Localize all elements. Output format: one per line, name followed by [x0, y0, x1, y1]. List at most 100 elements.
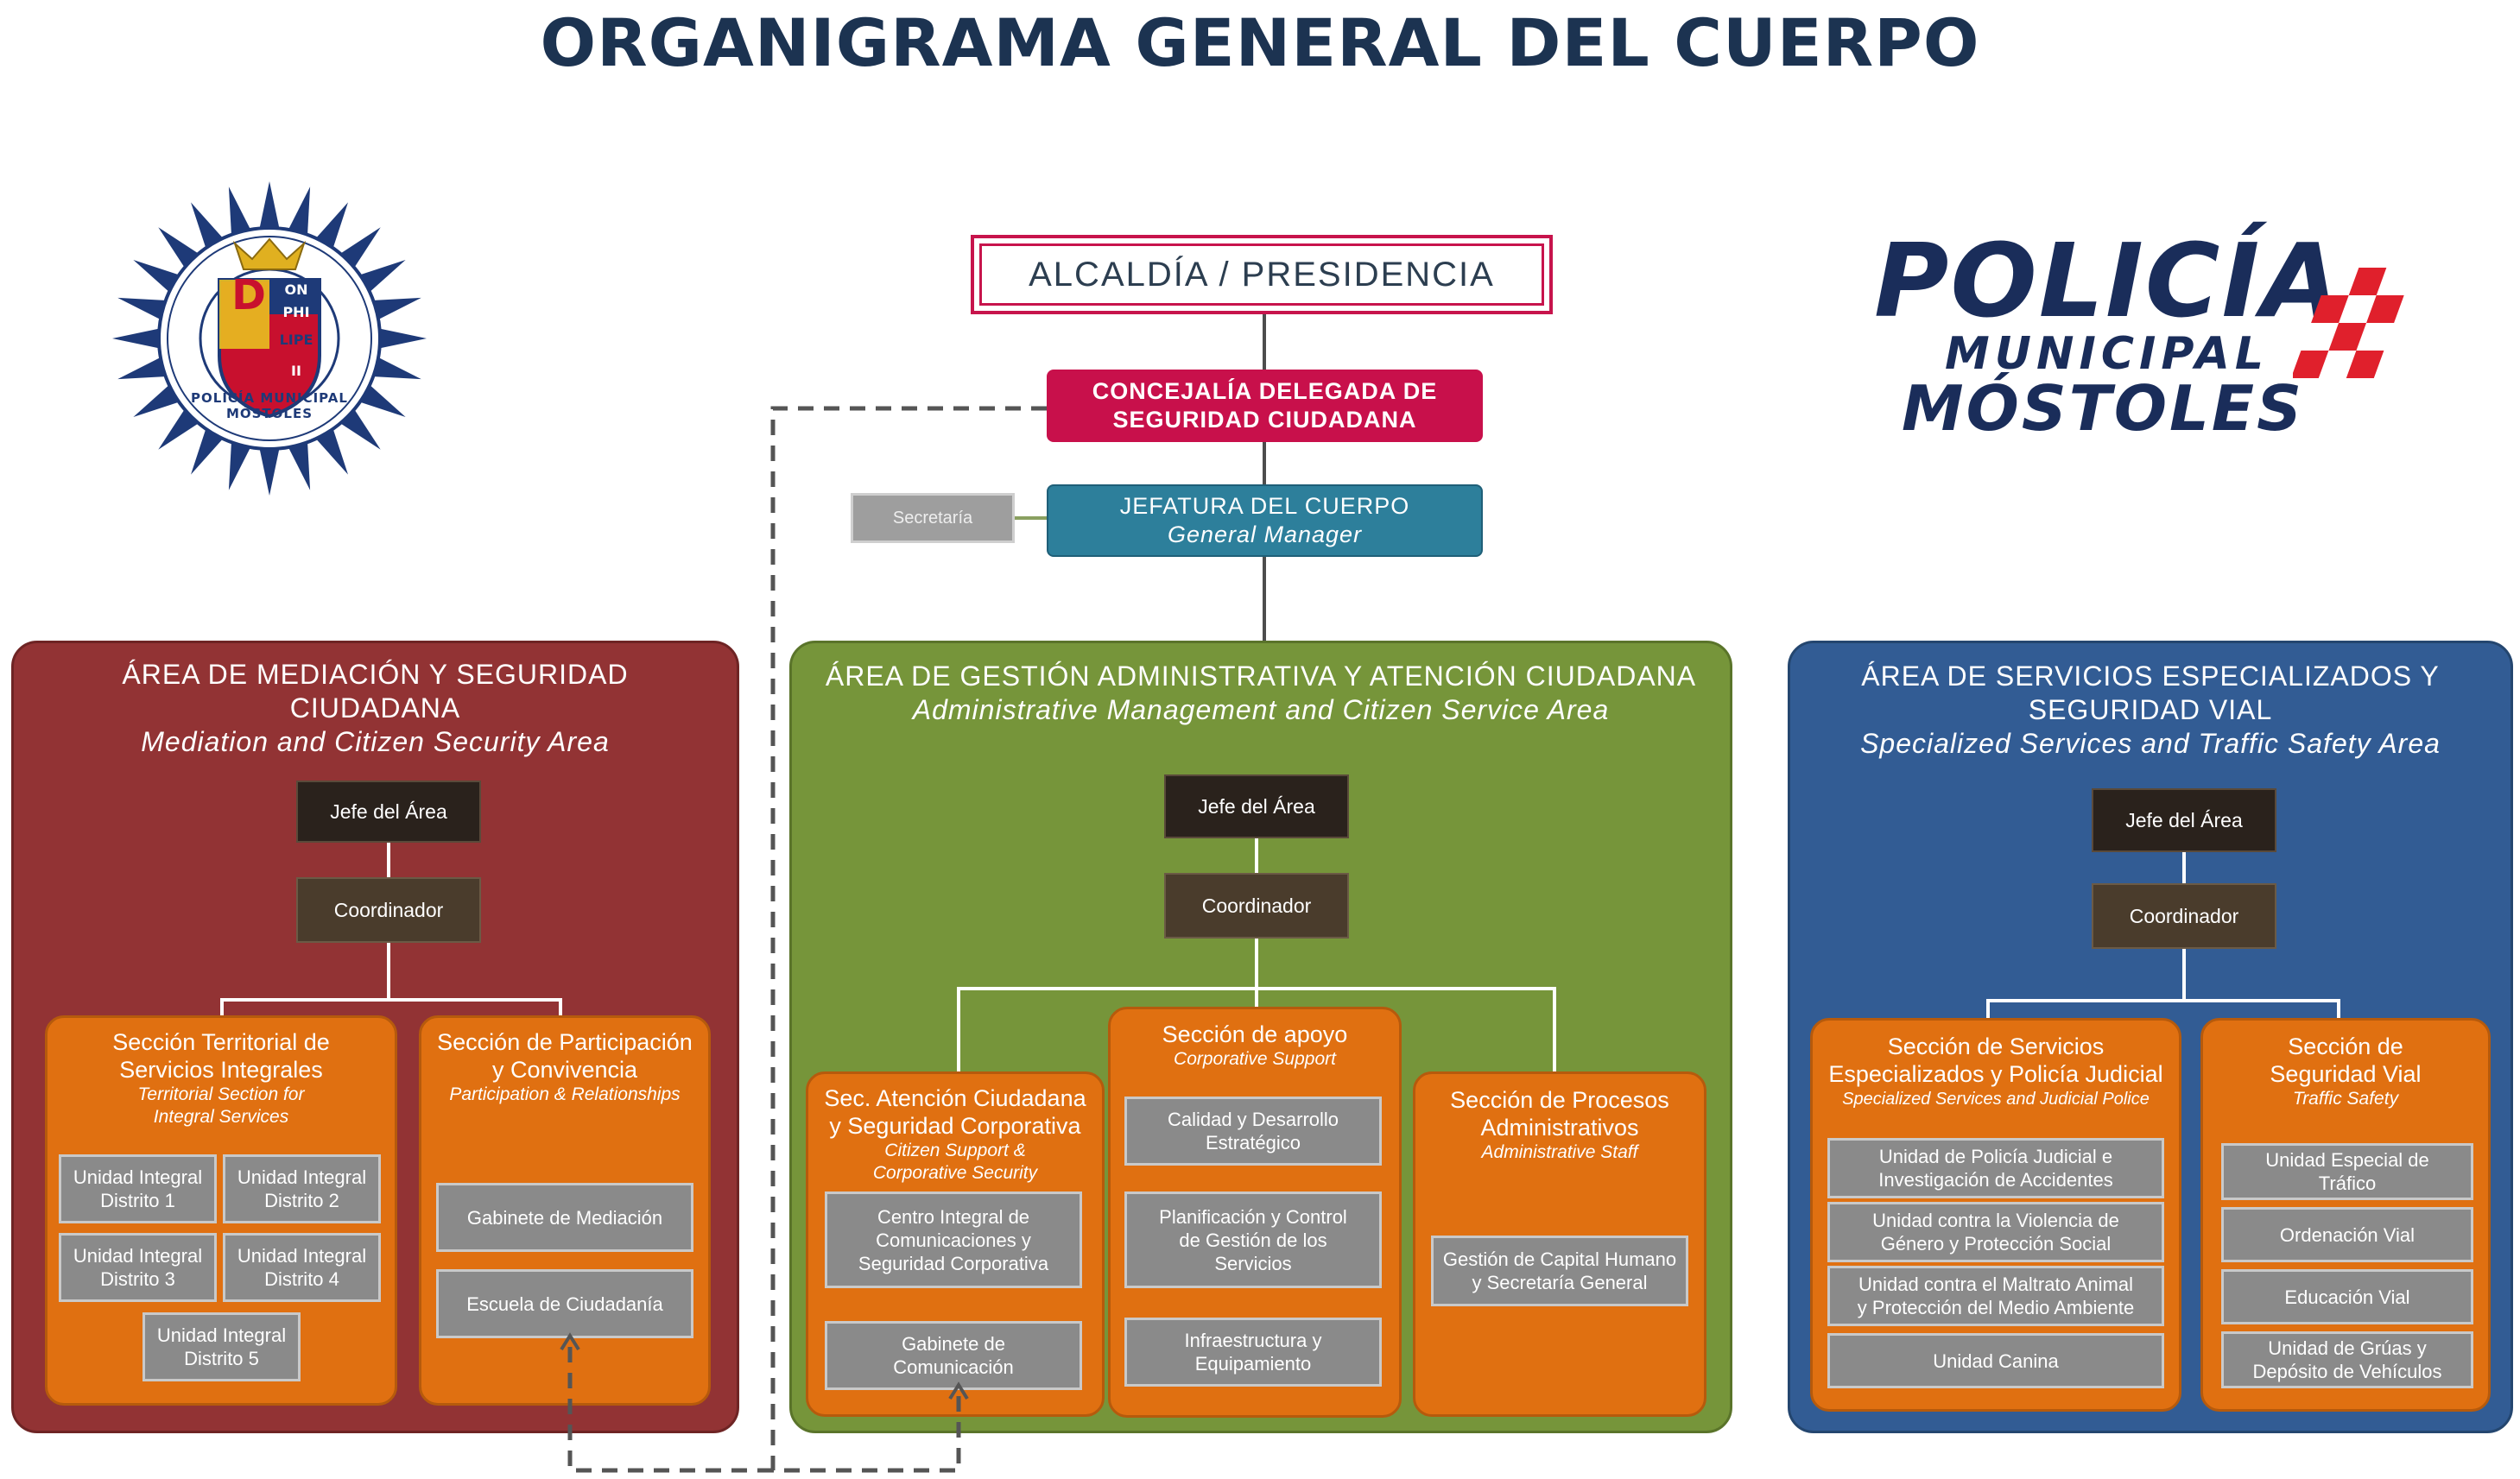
concejalia-line2: SEGURIDAD CIUDADANA: [1112, 407, 1417, 433]
section-territorial-title1: Sección Territorial de: [112, 1029, 330, 1055]
connector-mediacion-horizontal: [220, 998, 562, 1002]
unit-centro-integral-line1: Centro Integral de: [877, 1205, 1030, 1228]
shield-letter-ii: II: [291, 363, 301, 379]
section-apoyo-title1: Sección de apoyo: [1162, 1021, 1348, 1047]
section-procesos-title2: Administrativos: [1480, 1115, 1639, 1141]
connector-jefatura-areas: [1263, 557, 1266, 641]
area-especializados-coordinador: Coordinador: [2092, 883, 2276, 949]
unit-gabinete-mediacion-label: Gabinete de Mediación: [466, 1206, 663, 1229]
unit-distrito-1-line2: Distrito 1: [100, 1190, 175, 1211]
unit-gabinete-comunicacion-line1: Gabinete de: [902, 1333, 1005, 1355]
unit-policia-judicial-line2: Investigación de Accidentes: [1878, 1169, 2113, 1191]
unit-planificacion-line1: Planificación y Control: [1159, 1205, 1347, 1228]
unit-ordenacion-vial: Ordenación Vial: [2221, 1207, 2473, 1262]
jefatura-label: JEFATURA DEL CUERPO: [1119, 493, 1410, 519]
section-territorial-header: Sección Territorial de Servicios Integra…: [45, 1028, 397, 1128]
unit-gruas-line1: Unidad de Grúas y: [2268, 1337, 2427, 1359]
shield-letter-phi: PHI: [282, 304, 310, 320]
unit-distrito-5-line2: Distrito 5: [184, 1348, 259, 1369]
section-procesos-sub1: Administrative Staff: [1481, 1142, 1638, 1162]
connector-especializados-horizontal: [1986, 999, 2340, 1002]
section-atencion-header: Sec. Atención Ciudadana y Seguridad Corp…: [806, 1084, 1105, 1185]
wordmark-line1: POLICÍA: [1874, 221, 2342, 340]
connector-especializados-coord-down: [2182, 949, 2186, 1001]
unit-ordenacion-vial-label: Ordenación Vial: [2279, 1223, 2416, 1246]
section-seguridad-vial-header: Sección de Seguridad Vial Traffic Safety: [2200, 1033, 2491, 1110]
unit-violencia-genero-line2: Género y Protección Social: [1880, 1233, 2112, 1255]
area-especializados-title: ÁREA DE SERVICIOS ESPECIALIZADOS Y SEGUR…: [1788, 660, 2513, 761]
section-atencion-sub1: Citizen Support &: [884, 1141, 1026, 1160]
area-gestion-subtitle: Administrative Management and Citizen Se…: [912, 694, 1610, 725]
unit-calidad-line1: Calidad y Desarrollo: [1167, 1109, 1339, 1130]
connector-mediacion-left: [220, 998, 224, 1017]
section-procesos-header: Sección de Procesos Administrativos Admi…: [1413, 1086, 1706, 1164]
unit-especial-trafico-line2: Tráfico: [2318, 1172, 2377, 1194]
unit-distrito-2-line1: Unidad Integral: [237, 1166, 367, 1188]
unit-educacion-vial-label: Educación Vial: [2284, 1286, 2410, 1308]
area-gestion-coordinador: Coordinador: [1164, 873, 1349, 939]
area-especializados-title-line2: SEGURIDAD VIAL: [2028, 694, 2273, 725]
section-atencion-title2: y Seguridad Corporativa: [829, 1113, 1081, 1139]
section-servicios-title2: Especializados y Policía Judicial: [1828, 1061, 2163, 1087]
section-territorial-sub2: Integral Services: [153, 1107, 289, 1127]
jefatura-label-en: General Manager: [1167, 521, 1363, 547]
section-apoyo-header: Sección de apoyo Corporative Support: [1108, 1021, 1402, 1071]
area-mediacion-title-line1: ÁREA DE MEDIACIÓN Y SEGURIDAD: [122, 659, 629, 690]
connector-alcaldia-concejalia: [1263, 314, 1266, 370]
connector-especializados-right: [2337, 999, 2340, 1020]
section-atencion-title1: Sec. Atención Ciudadana: [824, 1085, 1086, 1111]
unit-gruas-line2: Depósito de Vehículos: [2252, 1361, 2442, 1382]
connector-gestion-coord-down: [1255, 939, 1258, 1014]
area-especializados-title-line1: ÁREA DE SERVICIOS ESPECIALIZADOS Y: [1861, 660, 2440, 692]
connector-gestion-left: [957, 987, 960, 1073]
section-servicios-sub1: Specialized Services and Judicial Police: [1842, 1090, 2150, 1109]
section-territorial-title2: Servicios Integrales: [119, 1057, 323, 1083]
section-participacion-title1: Sección de Participación: [437, 1029, 693, 1055]
section-apoyo-sub1: Corporative Support: [1174, 1049, 1336, 1069]
unit-distrito-5-line1: Unidad Integral: [156, 1324, 287, 1346]
unit-centro-integral-line2: Comunicaciones y: [876, 1229, 1031, 1251]
area-mediacion-coordinador: Coordinador: [296, 877, 481, 943]
unit-distrito-4-line2: Distrito 4: [264, 1268, 339, 1290]
connector-secretaria: [1015, 516, 1047, 520]
wordmark-line3: MÓSTOLES: [1902, 372, 2304, 445]
unit-capital-humano-line2: y Secretaría General: [1472, 1272, 1648, 1293]
section-participacion-title2: y Convivencia: [491, 1057, 638, 1083]
connector-mediacion-jefe-coord: [387, 843, 390, 877]
policia-wordmark-logo: POLICÍA MUNICIPAL MÓSTOLES: [1865, 207, 2470, 449]
unit-maltrato-animal-line2: y Protección del Medio Ambiente: [1857, 1297, 2135, 1318]
connector-gestion-jefe-coord: [1255, 838, 1258, 873]
unit-educacion-vial: Educación Vial: [2221, 1269, 2473, 1324]
unit-escuela-ciudadania: Escuela de Ciudadanía: [436, 1269, 693, 1338]
unit-especial-trafico-line1: Unidad Especial de: [2265, 1149, 2429, 1171]
area-mediacion-subtitle: Mediation and Citizen Security Area: [141, 726, 610, 757]
concejalia-line1: CONCEJALÍA DELEGADA DE: [1092, 378, 1438, 404]
section-servicios-header: Sección de Servicios Especializados y Po…: [1810, 1033, 2181, 1110]
secretaria-box: Secretaría: [851, 493, 1015, 543]
unit-escuela-ciudadania-label: Escuela de Ciudadanía: [466, 1293, 663, 1315]
unit-centro-integral-line3: Seguridad Corporativa: [858, 1252, 1049, 1274]
badge-ring-text: POLICÍA MUNICIPAL MÓSTOLES: [191, 390, 348, 421]
connector-mediacion-coord-down: [387, 943, 390, 1000]
unit-infraestructura-line2: Equipamiento: [1194, 1353, 1312, 1375]
unit-violencia-genero-line1: Unidad contra la Violencia de: [1872, 1210, 2119, 1231]
unit-distrito-2-line2: Distrito 2: [264, 1190, 339, 1211]
unit-distrito-3-line2: Distrito 3: [100, 1268, 175, 1290]
connector-mediacion-right: [559, 998, 562, 1017]
unit-planificacion-line3: Servicios: [1214, 1252, 1292, 1274]
alcaldia-label: ALCALDÍA / PRESIDENCIA: [979, 243, 1544, 306]
checkered-flag-icon: [2293, 268, 2404, 378]
unit-gabinete-mediacion: Gabinete de Mediación: [436, 1183, 693, 1252]
shield-letter-lipe: LIPE: [279, 332, 313, 348]
section-seguridad-vial-sub1: Traffic Safety: [2292, 1089, 2399, 1109]
unit-canina-label: Unidad Canina: [1933, 1349, 2059, 1372]
area-gestion-title-line1: ÁREA DE GESTIÓN ADMINISTRATIVA Y ATENCIÓ…: [825, 660, 1697, 692]
